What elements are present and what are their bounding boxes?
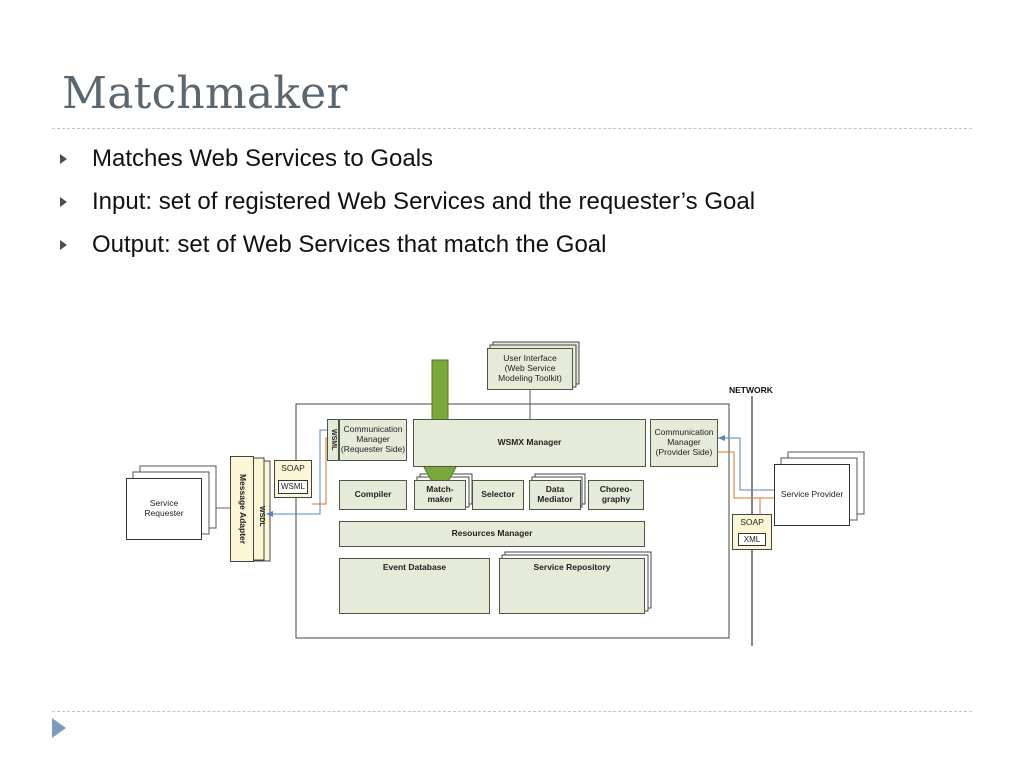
title-rule [52,128,972,129]
selector-box: Selector [472,480,524,510]
wsml-vertical-label: WSML [327,419,339,461]
user-interface-box: User Interface (Web Service Modeling Too… [487,348,573,390]
service-provider-box: Service Provider [774,464,850,526]
wsml-envelope: WSML [278,480,308,494]
network-label: NETWORK [729,385,773,395]
comm-manager-provider: Communication Manager (Provider Side) [650,419,718,467]
arrow-blue-right [718,437,778,491]
wsdl-box: WSDL [258,505,266,527]
nav-arrow-icon[interactable] [52,718,66,738]
wsmx-manager: WSMX Manager [413,419,646,467]
choreography-box: Choreo- graphy [588,480,644,510]
arrow-orange-right [718,451,778,499]
service-requester-box: Service Requester [126,478,202,540]
footer-rule [52,711,972,712]
xml-envelope: XML [738,533,766,546]
message-adapter-box: Message Adapter [230,456,254,562]
resources-manager-box: Resources Manager [339,521,645,547]
comm-manager-requester: Communication Manager (Requester Side) [339,419,407,461]
bullet-arrow-icon [60,154,67,164]
matchmaker-box: Match- maker [414,480,466,510]
bullet-item: Input: set of registered Web Services an… [60,185,960,228]
event-database-box: Event Database [339,558,490,614]
bullet-arrow-icon [60,240,67,250]
bullet-arrow-icon [60,197,67,207]
data-mediator-box: Data Mediator [529,480,581,510]
bullet-item: Matches Web Services to Goals [60,142,960,185]
bullet-list: Matches Web Services to Goals Input: set… [60,142,960,271]
slide-title: Matchmaker [62,68,348,119]
service-repository-box: Service Repository [499,558,645,614]
compiler-box: Compiler [339,480,407,510]
bullet-item: Output: set of Web Services that match t… [60,228,960,271]
arrow-blue-left [272,429,332,515]
